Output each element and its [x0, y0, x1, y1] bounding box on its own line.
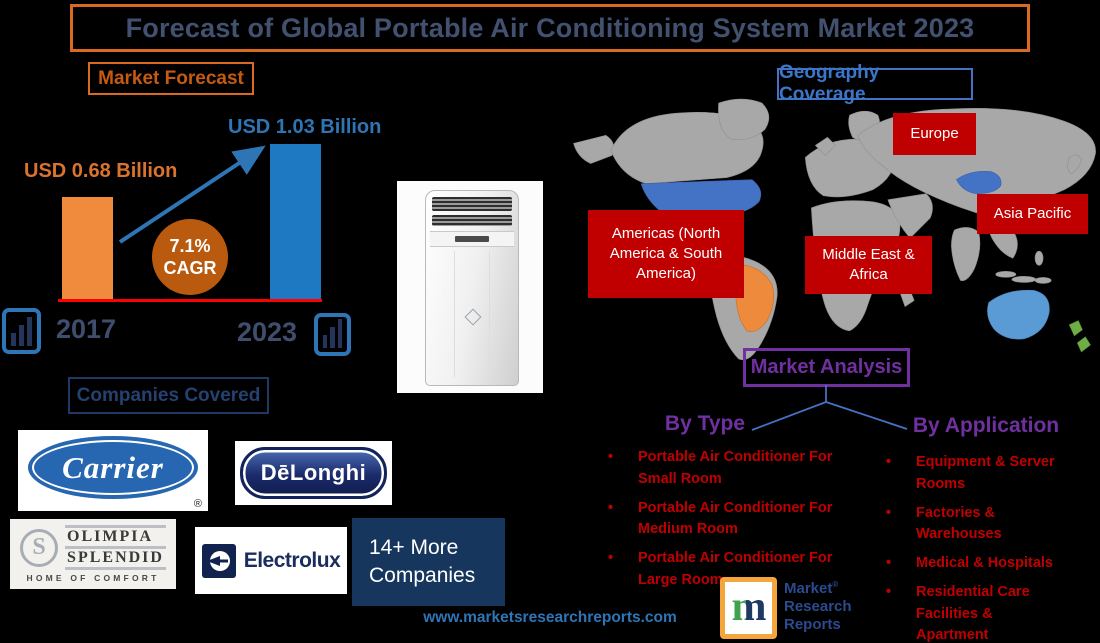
ac-vent: [432, 215, 512, 226]
market-analysis-label: Market Analysis: [743, 348, 910, 387]
electrolux-badge-icon: [201, 543, 236, 578]
portable-ac-image: [397, 181, 543, 393]
carrier-logo: Carrier ®: [18, 430, 208, 511]
map-usa-highlight: [640, 179, 762, 215]
olimpia-line2: SPLENDID: [65, 546, 166, 571]
companies-label-text: Companies Covered: [76, 384, 261, 406]
forecast-bar-chart: USD 0.68 Billion USD 1.03 Billion: [0, 0, 382, 302]
market-forecast-label: Market Forecast: [88, 62, 254, 95]
bar-chart-icon: [314, 313, 351, 356]
geography-coverage-label: Geography Coverage: [777, 62, 973, 105]
delonghi-capsule: DēLonghi: [240, 447, 387, 499]
olimpia-tagline: HOME OF COMFORT: [26, 573, 160, 584]
carrier-ellipse: Carrier: [28, 436, 198, 499]
map-new-zealand: [1076, 336, 1091, 353]
page-title: Forecast of Global Portable Air Conditio…: [125, 12, 975, 43]
year-label-2017: 2017: [55, 314, 117, 344]
by-type-heading: By Type: [664, 412, 746, 435]
olimpia-line1: OLIMPIA: [65, 524, 166, 546]
map-australia-highlight: [987, 289, 1050, 340]
by-application-list: Equipment & Server Rooms Factories & War…: [876, 452, 1066, 643]
region-label-americas: Americas (North America & South America): [588, 210, 744, 298]
market-research-reports-wordmark: Market® Research Reports: [784, 580, 852, 633]
list-item: Residential Care Facilities & Apartment …: [876, 582, 1066, 643]
electrolux-logo: Electrolux: [195, 527, 347, 594]
region-label-europe: Europe: [893, 113, 976, 155]
market-analysis-label-text: Market Analysis: [750, 356, 903, 378]
olimpia-monogram-icon: S: [20, 528, 59, 567]
market-research-reports-logo-icon: m: [720, 577, 777, 639]
map-mongolia-highlight: [956, 170, 1002, 195]
list-item: Medical & Hospitals: [876, 553, 1066, 575]
cagr-label: CAGR: [163, 258, 217, 278]
region-label-asia-pacific: Asia Pacific: [977, 194, 1088, 234]
cagr-badge: 7.1% CAGR: [152, 219, 228, 295]
olimpia-splendid-logo: S OLIMPIA SPLENDID HOME OF COMFORT: [10, 519, 176, 589]
map-new-zealand: [1068, 320, 1083, 337]
map-middle-east: [887, 193, 933, 239]
website-url[interactable]: www.marketsresearchreports.com: [423, 609, 677, 626]
ac-brand-emblem: [464, 308, 482, 326]
more-companies-line1: 14+ More: [369, 535, 459, 559]
delonghi-logo: DēLonghi: [235, 441, 392, 505]
by-application-heading: By Application: [912, 414, 1060, 437]
list-item: Factories & Warehouses: [876, 503, 1066, 547]
map-uk: [814, 136, 836, 156]
more-companies-card: 14+ More Companies: [352, 518, 505, 606]
registered-mark: ®: [832, 580, 839, 589]
bar-2023: [270, 144, 321, 299]
more-companies-line2: Companies: [369, 564, 476, 587]
map-alaska: [573, 134, 615, 164]
electrolux-wordmark: Electrolux: [243, 548, 341, 572]
list-item: Equipment & Server Rooms: [876, 452, 1066, 496]
bar-chart-icon: [2, 308, 41, 354]
map-greenland: [718, 98, 770, 140]
list-item: Portable Air Conditioner For Medium Room: [598, 498, 868, 542]
map-japan: [1067, 154, 1082, 174]
value-label-2023: USD 1.03 Billion: [228, 116, 382, 138]
growth-arrow-icon: [118, 145, 266, 244]
title-box: Forecast of Global Portable Air Conditio…: [70, 4, 1030, 52]
value-label-2017: USD 0.68 Billion: [24, 160, 178, 182]
map-india: [951, 227, 981, 281]
svg-text:m: m: [731, 585, 766, 630]
list-item: Portable Air Conditioner For Small Room: [598, 447, 868, 491]
list-item: Portable Air Conditioner For Large Room: [598, 548, 868, 592]
geography-label-text: Geography Coverage: [779, 62, 880, 105]
chart-baseline: [58, 299, 322, 302]
market-forecast-label-text: Market Forecast: [98, 67, 244, 89]
cagr-value: 7.1%: [169, 235, 211, 256]
branch-connector: [751, 385, 908, 431]
by-type-list: Portable Air Conditioner For Small Room …: [598, 447, 868, 599]
ac-vent: [432, 197, 512, 211]
delonghi-wordmark: DēLonghi: [260, 460, 367, 485]
ac-control-panel: [429, 231, 515, 247]
region-label-middle-east-africa: Middle East & Africa: [805, 236, 932, 294]
bar-2017: [62, 197, 113, 299]
companies-covered-label: Companies Covered: [68, 377, 269, 414]
year-label-2023: 2023: [236, 317, 298, 347]
ac-unit-body: [425, 190, 519, 386]
registered-mark: ®: [193, 498, 202, 510]
carrier-wordmark: Carrier: [62, 449, 164, 485]
